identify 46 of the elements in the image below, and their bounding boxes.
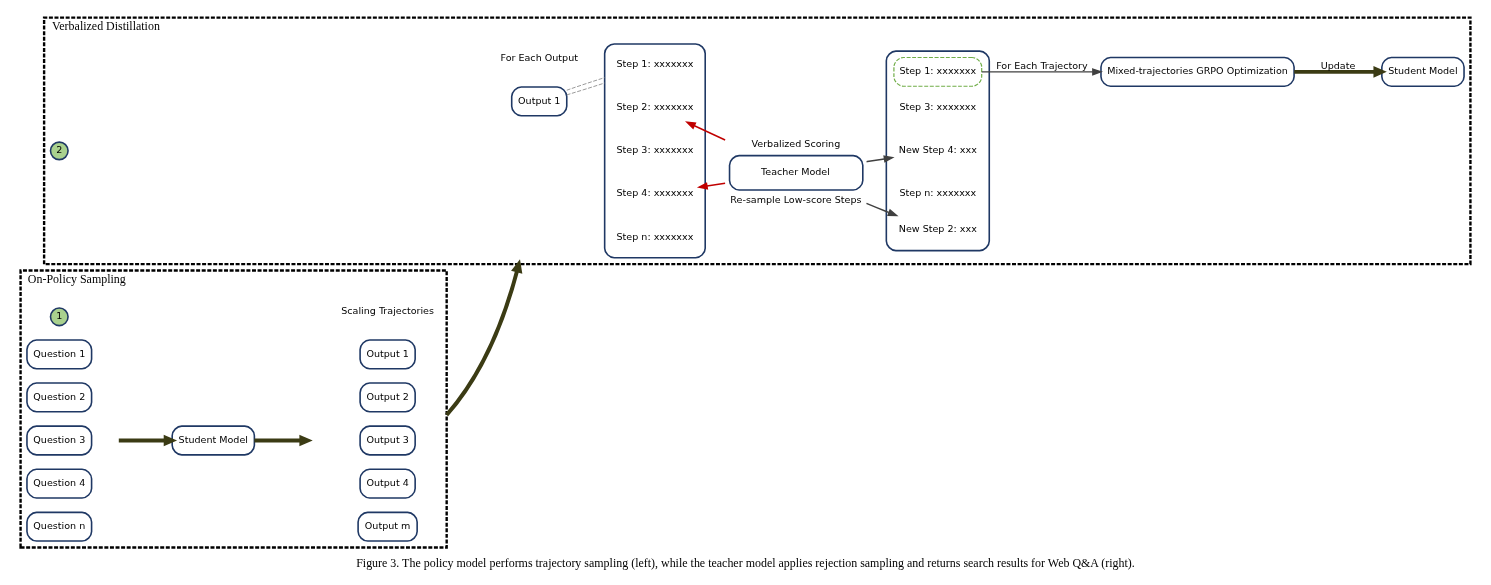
node-text: Step n: xxxxxxx — [616, 230, 694, 242]
node-box: Student Model — [171, 425, 256, 456]
arrow — [685, 121, 726, 141]
arrow — [865, 155, 895, 163]
node-box: Output 1 — [510, 86, 568, 117]
node-box: Output m — [357, 511, 418, 542]
arrow — [1294, 66, 1387, 78]
node-circle: 1 — [49, 307, 69, 327]
caption: Figure 3. The policy model performs trajectory sampling (left), while the teacher model applies rejection sampling and returns search results for Web Q&A (right). — [356, 555, 1135, 570]
node-box: Output 3 — [359, 425, 416, 456]
node-text: New Step 2: xxx — [898, 223, 977, 235]
cluster — [603, 43, 706, 259]
node-circle: 2 — [49, 141, 69, 161]
node-text: Step 3: xxxxxxx — [899, 101, 977, 113]
label: Scaling Trajectories — [341, 304, 434, 316]
node-box: Output 2 — [359, 382, 416, 413]
node-box: Question n — [26, 511, 93, 542]
arrow — [981, 68, 1103, 76]
label: For Each Output — [500, 51, 578, 63]
edge-label: Update — [1320, 60, 1356, 72]
node-text: Step n: xxxxxxx — [899, 187, 977, 199]
node-box: Question 2 — [26, 382, 93, 413]
arrow — [696, 182, 726, 190]
connector — [566, 82, 606, 96]
edge-label: For Each Trajectory — [996, 60, 1088, 72]
node-box: Mixed-trajectories GRPO Optimization — [1100, 56, 1295, 88]
node-text: Step 2: xxxxxxx — [616, 101, 694, 113]
arrow — [445, 259, 523, 417]
arrow — [254, 434, 313, 447]
node-box: Question 1 — [26, 339, 93, 370]
node-text: Step 1: xxxxxxx — [616, 58, 694, 70]
node-box: Question 4 — [26, 468, 93, 499]
node-text: Step 3: xxxxxxx — [616, 144, 694, 156]
node-box: Step 1: xxxxxxx — [893, 56, 983, 87]
node-text: New Step 4: xxx — [898, 144, 977, 156]
connector — [566, 77, 606, 91]
arrow — [118, 434, 178, 447]
node-box: Student Model — [1381, 56, 1465, 88]
node-box: Output 4 — [359, 468, 416, 499]
arrow — [865, 202, 899, 217]
node-label: Verbalized Scoring — [751, 138, 841, 150]
node-label: Re-sample Low-score Steps — [730, 194, 862, 206]
node-box: Question 3 — [26, 425, 93, 456]
node-box: Output 1 — [359, 339, 416, 370]
node-box: Teacher Model — [728, 154, 864, 191]
node-text: Step 4: xxxxxxx — [616, 187, 694, 199]
